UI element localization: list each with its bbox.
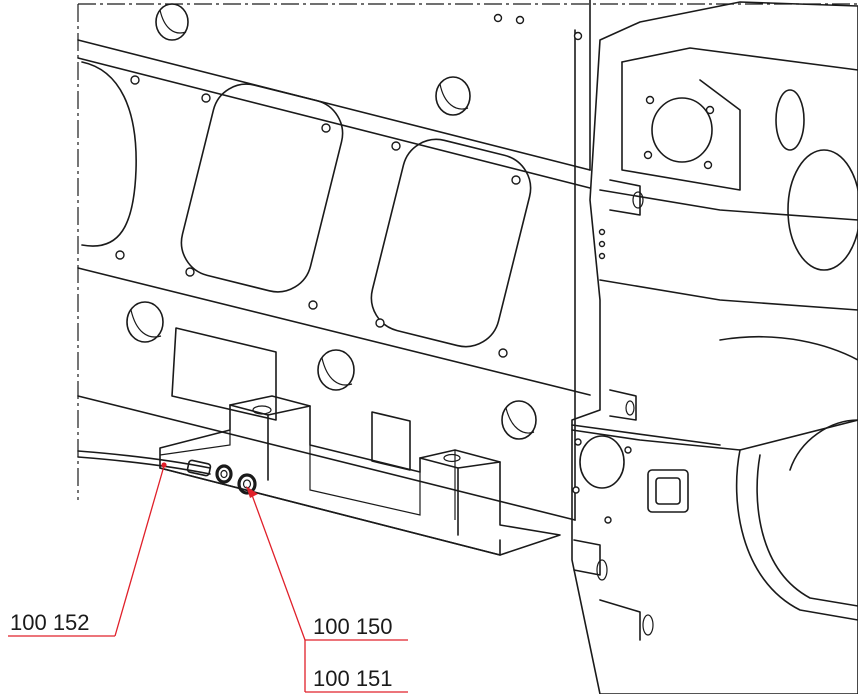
callout-label-right-bottom: 100 151 bbox=[313, 666, 393, 691]
sensor-cable bbox=[77, 450, 257, 495]
engine-block-end bbox=[571, 1, 858, 695]
callout-leaders bbox=[8, 462, 408, 693]
callout-label-left: 100 152 bbox=[10, 610, 90, 635]
engine-block-side bbox=[77, 0, 591, 521]
callout-label-right-top: 100 150 bbox=[313, 614, 393, 639]
sensor-bracket bbox=[159, 395, 561, 556]
